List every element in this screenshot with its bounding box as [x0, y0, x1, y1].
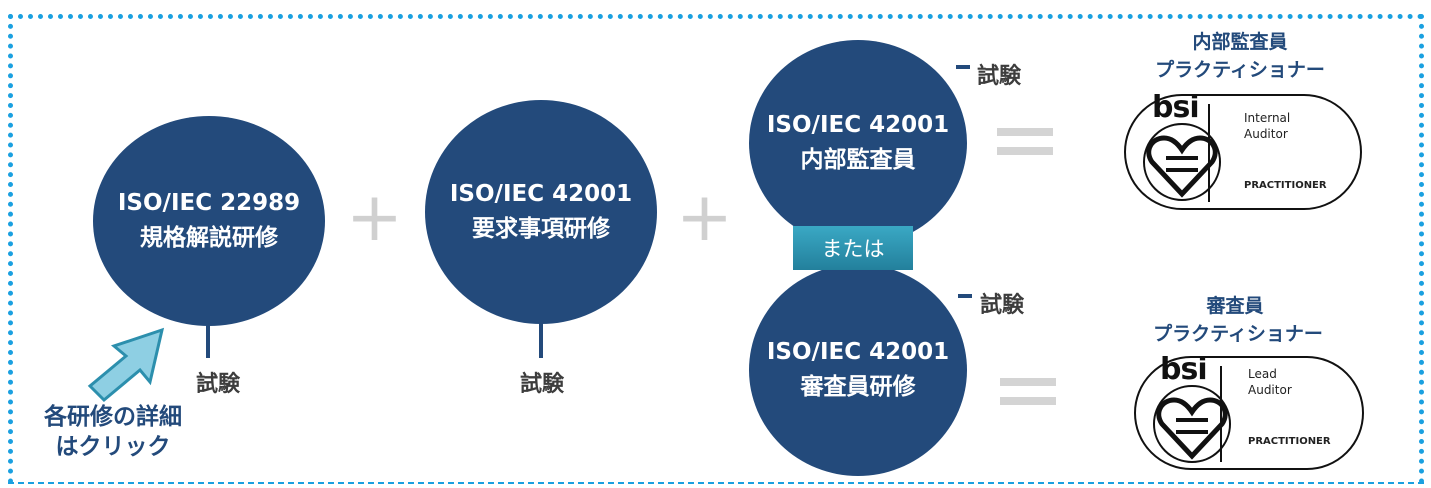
badge-divider: [1220, 366, 1222, 462]
details-cta-line1: 各研修の詳細: [44, 404, 182, 430]
course-42001-requirements-exam-label: 試験: [520, 372, 565, 397]
internal-badge-practitioner: PRACTITIONER: [1244, 180, 1327, 191]
internal-cert-title-line2: プラクティショナー: [1155, 59, 1325, 81]
internal-auditor-badge: bsi Internal Auditor PRACTITIONER: [1124, 90, 1362, 210]
course-42001-requirements-circle[interactable]: ISO/IEC 42001 要求事項研修: [425, 100, 657, 324]
bsi-logo-text: bsi: [1152, 90, 1200, 125]
course-42001-internal-auditor-exam-label: 試験: [977, 64, 1022, 89]
course-42001-internal-auditor-circle[interactable]: ISO/IEC 42001 内部監査員: [749, 40, 967, 246]
kitemark-icon: [1143, 123, 1221, 201]
frame-left-border: [8, 14, 13, 484]
plus-operator-1: +: [346, 178, 403, 257]
dotted-frame: [8, 14, 1424, 484]
course-22989-exam-label: 試験: [196, 372, 241, 397]
course-42001-requirements-exam-stem: [539, 322, 543, 358]
lead-cert-title-line1: 審査員: [1206, 295, 1264, 317]
internal-badge-line2: Auditor: [1244, 127, 1288, 141]
course-42001-lead-auditor-circle[interactable]: ISO/IEC 42001 審査員研修: [749, 264, 967, 476]
lead-cert-title-line2: プラクティショナー: [1153, 323, 1323, 345]
frame-right-border: [1419, 14, 1424, 484]
course-42001-lead-auditor-line1: ISO/IEC 42001: [766, 339, 950, 365]
plus-operator-2: +: [676, 178, 733, 257]
lead-auditor-badge: bsi Lead Auditor PRACTITIONER: [1134, 352, 1364, 470]
details-cta-line2: はクリック: [55, 434, 171, 460]
or-badge: または: [793, 226, 913, 270]
badge-divider: [1208, 104, 1210, 202]
internal-cert-title-line1: 内部監査員: [1192, 31, 1288, 53]
frame-top-border: [8, 14, 1424, 19]
course-22989-circle[interactable]: ISO/IEC 22989 規格解説研修: [93, 116, 325, 326]
course-42001-internal-auditor-exam-stem: [956, 65, 970, 69]
lead-badge-practitioner: PRACTITIONER: [1248, 436, 1331, 447]
details-cta[interactable]: 各研修の詳細 はクリック: [18, 402, 208, 462]
course-42001-requirements-line1: ISO/IEC 42001: [449, 181, 633, 207]
bsi-logo-text: bsi: [1160, 352, 1208, 387]
frame-bottom-border: [8, 482, 1424, 484]
arrow-pointer-icon[interactable]: [86, 326, 170, 404]
lead-badge-line1: Lead: [1248, 367, 1277, 381]
course-42001-requirements-line2: 要求事項研修: [472, 216, 610, 242]
equals-operator-1: [997, 128, 1053, 166]
lead-badge-line2: Auditor: [1248, 383, 1292, 397]
course-22989-exam-stem: [206, 324, 210, 358]
course-42001-lead-auditor-exam-stem: [958, 294, 972, 298]
course-42001-lead-auditor-exam-label: 試験: [980, 293, 1025, 318]
course-42001-internal-auditor-line2: 内部監査員: [800, 147, 916, 173]
course-22989-line2: 規格解説研修: [140, 225, 278, 251]
course-22989-line1: ISO/IEC 22989: [117, 190, 301, 216]
course-42001-internal-auditor-line1: ISO/IEC 42001: [766, 112, 950, 138]
kitemark-icon: [1153, 385, 1231, 463]
internal-badge-line1: Internal: [1244, 111, 1291, 125]
equals-operator-2: [1000, 378, 1056, 416]
course-42001-lead-auditor-line2: 審査員研修: [800, 374, 916, 400]
